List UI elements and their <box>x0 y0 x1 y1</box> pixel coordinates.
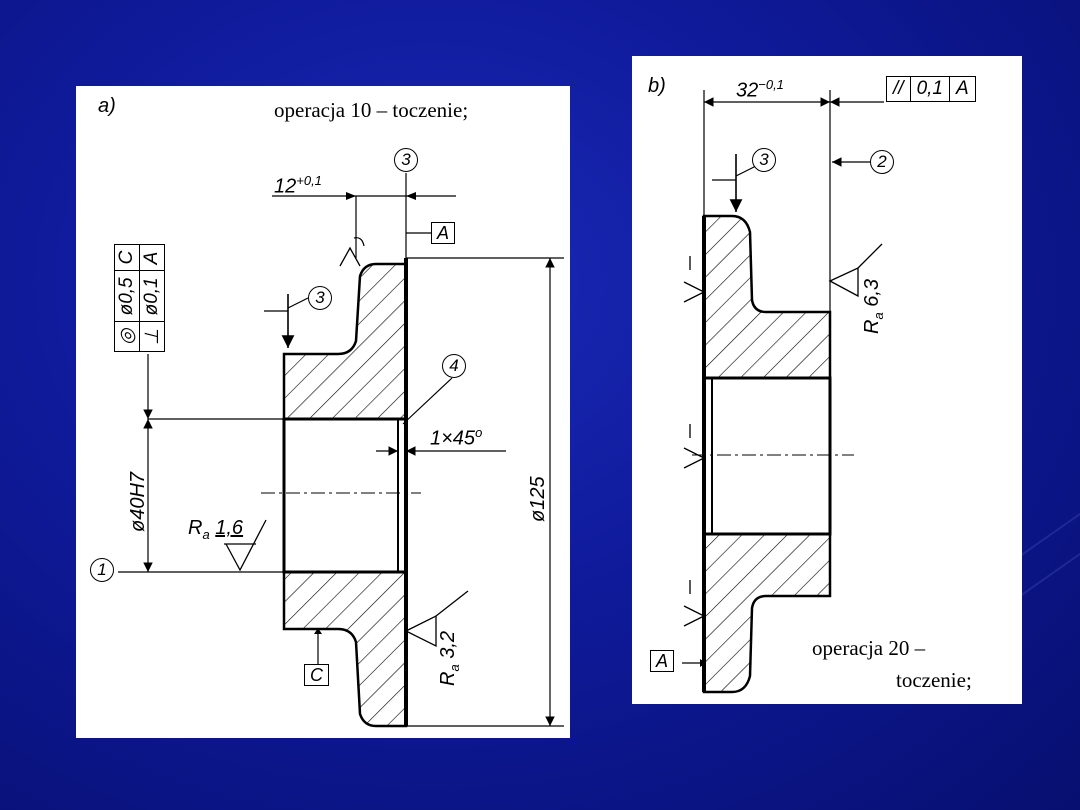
datum-a-box-b: A <box>650 650 675 672</box>
datum-a-box: A <box>431 222 456 244</box>
perpendicularity-icon: ⊥ <box>139 321 165 352</box>
drawing-panel-b: b) 32−0,1 // 0,1 A 3 2 Ra 6,3 A operacja… <box>632 56 1022 704</box>
panel-b-operation-line1: operacja 20 – <box>812 636 926 660</box>
drawing-b-geometry <box>682 90 884 694</box>
callout-3-shoulder: 3 <box>308 286 332 310</box>
panel-a-operation-title: operacja 10 – toczenie; <box>274 98 469 122</box>
datum-c-box: C <box>304 664 329 686</box>
roughness-b: Ra 6,3 <box>861 278 886 334</box>
feature-control-frame-a: ◎ ø0,5 C ⊥ ø0,1 A <box>114 243 165 352</box>
feature-control-frame-b: // 0,1 A <box>886 76 976 102</box>
bore-diameter-label: ø40H7 <box>127 471 149 532</box>
callout-2-b: 2 <box>870 150 894 174</box>
bore-outline <box>282 417 408 574</box>
parallelism-icon: // <box>886 76 911 102</box>
panel-b-operation-line2: toczenie; <box>896 668 972 692</box>
dim-12-value: 12+0,1 <box>274 173 322 198</box>
bore-b-outline <box>702 376 832 536</box>
part-b-section-top <box>702 214 832 380</box>
panel-a-label: a) <box>98 95 116 117</box>
background-stripe <box>1012 480 1080 562</box>
callout-3-top: 3 <box>394 148 418 172</box>
locating-marks <box>683 256 706 627</box>
callout-3-b: 3 <box>752 148 776 172</box>
background-stripe <box>1012 520 1080 602</box>
part-section-top <box>282 262 408 421</box>
callout-1: 1 <box>90 558 114 582</box>
roughness-bore: Ra 1,6 <box>188 517 244 542</box>
callout-4: 4 <box>442 354 466 378</box>
panel-b-label: b) <box>648 75 666 97</box>
chamfer-label: 1×45o <box>430 425 483 450</box>
dim-32-value: 32−0,1 <box>736 77 784 102</box>
part-b-section-bottom <box>702 532 832 694</box>
concentricity-icon: ◎ <box>114 321 140 352</box>
roughness-face: Ra 3,2 <box>437 630 462 686</box>
drawing-panel-a: a) operacja 10 – toczenie; 12+0,1 3 A 3 … <box>76 86 570 738</box>
outer-diameter-label: ø125 <box>527 476 549 522</box>
part-section-bottom <box>282 570 408 728</box>
drawing-a-geometry <box>118 173 564 728</box>
